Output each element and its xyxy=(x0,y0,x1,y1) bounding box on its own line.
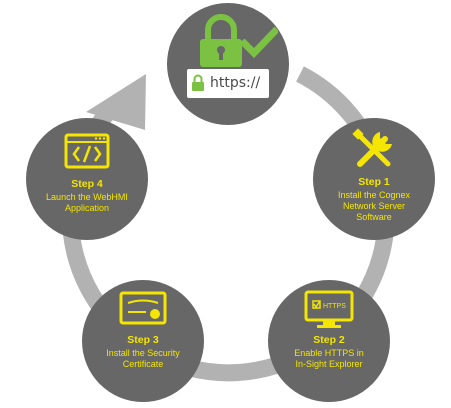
step-1-node: Step 1 Install the Cognex Network Server… xyxy=(313,118,435,240)
step-1-title: Step 1 xyxy=(358,176,390,188)
step-2-node: HTTPS Step 2 Enable HTTPS in In-Sight Ex… xyxy=(268,280,390,402)
small-lock-icon xyxy=(192,74,204,91)
step-1-line-1: Install the Cognex xyxy=(337,190,411,200)
step-1-line-3: Software xyxy=(356,212,392,222)
step-2-line-1: Enable HTTPS in xyxy=(294,348,364,358)
certificate-icon xyxy=(119,291,167,325)
step-4-node: Step 4 Launch the WebHMI Application xyxy=(26,118,148,240)
cycle-arrowhead xyxy=(86,74,146,130)
step-3-line-1: Install the Security xyxy=(106,348,180,358)
tools-icon xyxy=(352,128,392,167)
monitor-https-icon: HTTPS xyxy=(304,290,354,328)
step-4-title: Step 4 xyxy=(71,178,103,190)
https-node: https:// xyxy=(167,3,289,125)
step-4-line-1: Launch the WebHMI xyxy=(46,192,128,202)
code-window-icon xyxy=(64,133,110,169)
step-3-line-2: Certificate xyxy=(122,359,164,369)
step-1-line-2: Network Server xyxy=(342,201,405,211)
step-3-node: Step 3 Install the Security Certificate xyxy=(82,280,204,402)
url-bar: https:// xyxy=(187,69,269,98)
step-2-title: Step 2 xyxy=(313,334,345,346)
step-2-line-2: In-Sight Explorer xyxy=(295,359,363,369)
padlock-check-icon xyxy=(200,14,278,67)
step-4-line-2: Application xyxy=(64,203,110,213)
step-3-title: Step 3 xyxy=(127,334,159,346)
monitor-https-label: HTTPS xyxy=(323,303,346,310)
url-text: https:// xyxy=(210,75,261,91)
